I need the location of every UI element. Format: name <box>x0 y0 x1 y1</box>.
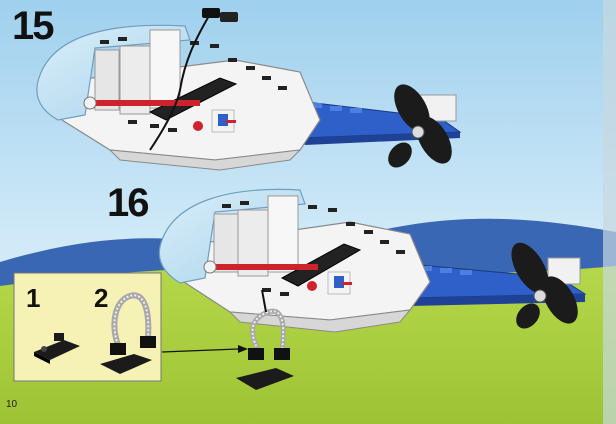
canopy <box>158 188 306 284</box>
arrow <box>161 345 248 353</box>
part-1-black-plate <box>34 333 80 364</box>
page-edge <box>603 0 616 424</box>
helicopter-step-15 <box>36 8 462 171</box>
canopy <box>36 24 191 121</box>
page-number: 10 <box>6 399 18 410</box>
tail-rotor <box>511 242 578 329</box>
substep-number-1: 1 <box>26 283 41 313</box>
antenna-cable <box>149 13 211 151</box>
cable-assembly <box>236 289 294 390</box>
red-axle <box>90 100 200 106</box>
tail-rotor <box>388 84 452 168</box>
red-axle <box>210 264 318 270</box>
black-plate <box>280 243 362 287</box>
part-2-cable <box>100 292 156 374</box>
parts-inset <box>13 272 162 382</box>
helicopter-step-16 <box>158 188 587 390</box>
step-number-15: 15 <box>12 4 54 48</box>
step-number-16: 16 <box>107 181 149 225</box>
substep-number-2: 2 <box>94 283 109 313</box>
black-plate <box>148 77 238 121</box>
